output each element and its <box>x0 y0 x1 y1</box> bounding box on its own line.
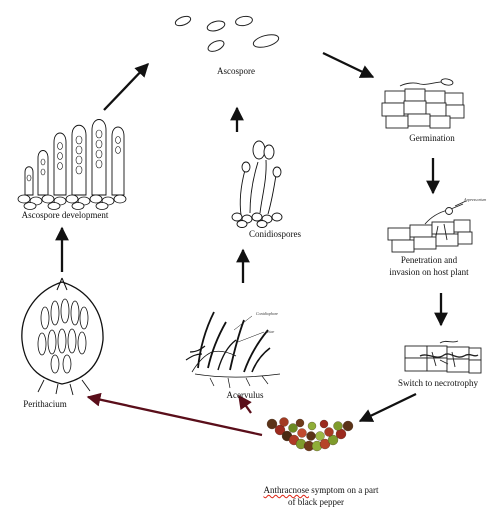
arrow-ascospore-to-germination <box>323 53 373 77</box>
label-conidiospores: Conidiospores <box>230 229 320 240</box>
acervulus-illustration <box>186 312 280 388</box>
penetration-illustration <box>388 201 472 252</box>
label-symptom-line2: of black pepper <box>246 497 386 508</box>
perithecium-illustration <box>22 278 103 395</box>
ascospore-development-illustration <box>18 120 126 210</box>
germination-illustration <box>382 78 464 128</box>
conidiospores-illustration <box>232 141 282 228</box>
label-symptom-rest: symptom on a part <box>309 485 379 495</box>
label-penetration-line1: Penetration and <box>374 255 484 266</box>
label-symptom-keyword: Anthracnose <box>264 485 309 495</box>
annotation-setae: setae <box>266 329 274 334</box>
label-acervulus: Acervulus <box>200 390 290 401</box>
necrotrophy-illustration <box>405 341 481 373</box>
arrow-necrotrophy-to-symptom <box>360 394 416 421</box>
label-ascospore-development: Ascospore development <box>2 210 128 221</box>
arrow-symptom-to-perithecium <box>88 397 262 435</box>
label-germination: Germination <box>392 133 472 144</box>
black-pepper-berries <box>267 418 353 452</box>
label-penetration-line2: invasion on host plant <box>374 267 484 278</box>
label-symptom-line1: Anthracnose symptom on a part <box>226 485 416 496</box>
label-ascospore: Ascospore <box>206 66 266 77</box>
arrow-development-to-ascospore <box>104 64 148 110</box>
annotation-appressorium: Appressorium <box>464 197 486 202</box>
annotation-conidiophore: Conidiophore <box>256 311 278 316</box>
ascospore-illustration <box>174 15 280 54</box>
label-switch-to-necrotrophy: Switch to necrotrophy <box>384 378 492 389</box>
label-perithecium: Perithacium <box>0 399 90 410</box>
